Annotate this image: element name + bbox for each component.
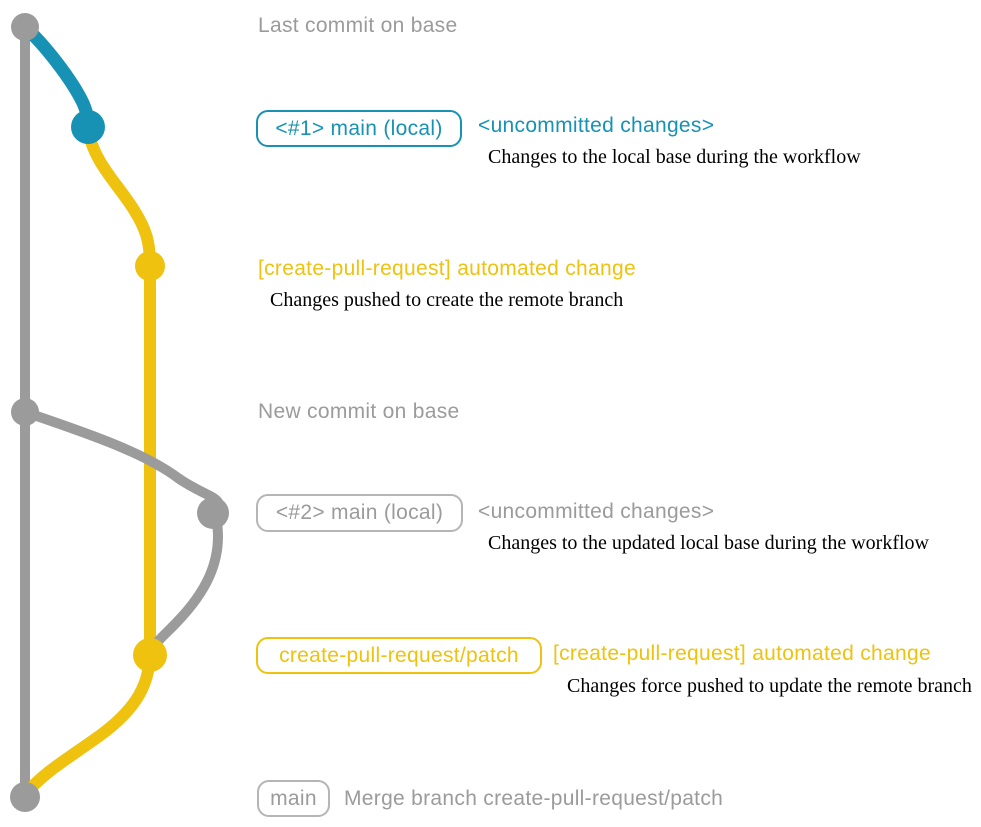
branch-badge-main-local-1-label: <#1> main (local): [275, 116, 443, 140]
branch-badge-main-label: main: [270, 786, 317, 810]
gray-branch-curve-bottom: [145, 512, 223, 661]
automated-change-2-title: [create-pull-request] automated change: [553, 642, 931, 665]
branch-badge-main-local-1: <#1> main (local): [256, 110, 462, 147]
merge-commit-label: Merge branch create-pull-request/patch: [344, 787, 724, 810]
branch-badge-patch-label: create-pull-request/patch: [279, 643, 519, 667]
new-commit-label: New commit on base: [258, 400, 460, 423]
branch-badge-main-local-2: <#2> main (local): [256, 494, 463, 532]
uncommitted-changes-2-title: <uncommitted changes>: [478, 500, 715, 523]
git-graph: [10, 13, 229, 812]
commit-dot-automated-1: [135, 251, 165, 281]
automated-change-2-desc: Changes force pushed to update the remot…: [567, 675, 972, 697]
automated-change-1-title: [create-pull-request] automated change: [258, 257, 636, 280]
commit-dot-main-local-2: [197, 497, 229, 529]
gray-branch-curve-top: [20, 407, 225, 522]
commit-dot-automated-2: [133, 638, 167, 672]
commit-dot-merge: [10, 782, 40, 812]
patch-branch-curve-bottom: [20, 649, 156, 800]
commit-dot-new-base: [11, 398, 39, 426]
commit-dot-main-local-1: [71, 110, 105, 144]
branch-badge-main: main: [257, 780, 330, 817]
branch-badge-main-local-2-label: <#2> main (local): [275, 501, 444, 524]
uncommitted-changes-2-desc: Changes to the updated local base during…: [488, 532, 929, 554]
branch-badge-patch: create-pull-request/patch: [256, 637, 542, 674]
automated-change-1-desc: Changes pushed to create the remote bran…: [270, 289, 624, 311]
uncommitted-changes-1-desc: Changes to the local base during the wor…: [488, 146, 861, 168]
commit-dot-last-base: [11, 13, 39, 41]
uncommitted-changes-1-title: <uncommitted changes>: [478, 114, 715, 137]
last-commit-label: Last commit on base: [258, 14, 458, 37]
patch-branch-curve-top: [82, 123, 156, 271]
